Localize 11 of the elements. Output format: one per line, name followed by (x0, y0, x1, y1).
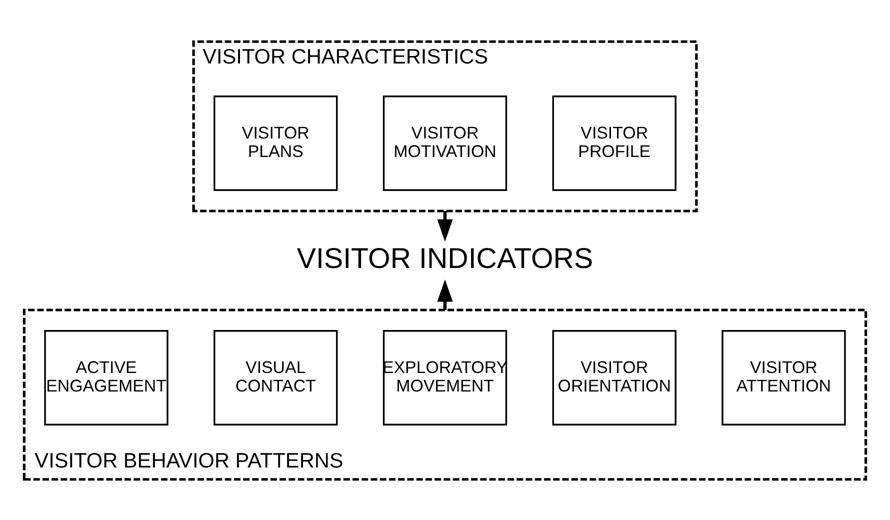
node-box: VISITOR MOTIVATION (382, 95, 508, 190)
node-text: VISITOR INDICATORS (296, 242, 594, 274)
node-box: VISITOR PROFILE (552, 95, 676, 190)
node-box: VISITOR PLANS (214, 95, 338, 190)
arrow (437, 210, 453, 242)
node-box: EXPLORATORY MOVEMENT (382, 330, 508, 425)
arrow (437, 279, 453, 310)
node-box: ACTIVE ENGAGEMENT (44, 330, 168, 425)
node-box: VISITOR ORIENTATION (552, 330, 676, 425)
node-box: VISITOR ATTENTION (722, 330, 846, 425)
node-box: VISUAL CONTACT (214, 330, 338, 425)
